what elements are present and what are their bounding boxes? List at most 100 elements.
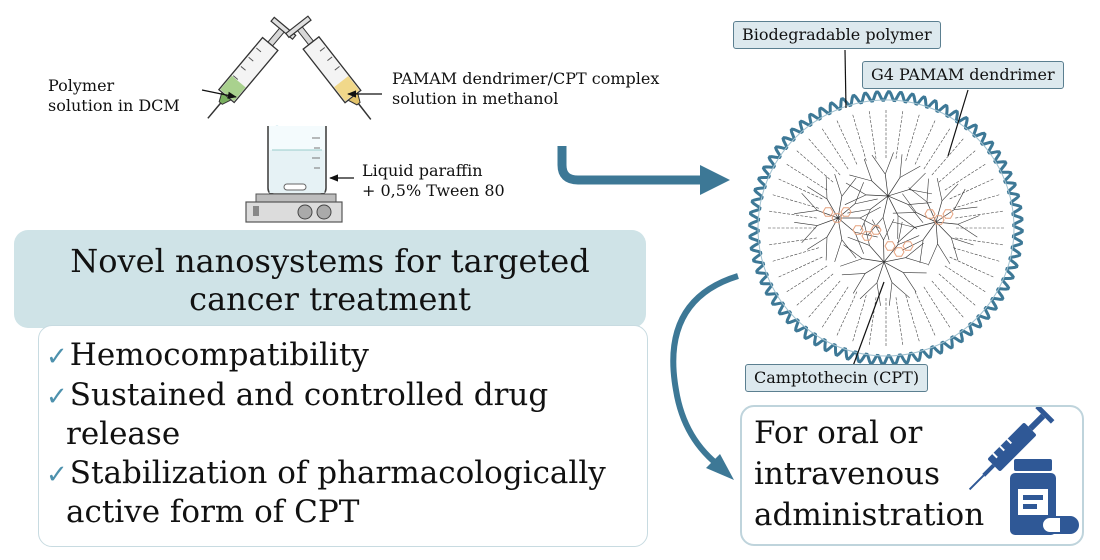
- polymer-solution-label: Polymer solution in DCM: [48, 76, 180, 115]
- polymer-chain: [953, 247, 1000, 262]
- beaker: [267, 126, 327, 195]
- dendrimer-branch: [859, 206, 881, 219]
- polymer-chain: [923, 286, 951, 328]
- dendrimer-branch: [867, 217, 884, 236]
- cpt-pointer: [852, 281, 885, 367]
- dendrimer-branch: [865, 261, 885, 274]
- polymer-shell: [748, 90, 1024, 366]
- dendrimer-branch: [825, 175, 828, 199]
- dendrimer-branch: [951, 237, 959, 261]
- dendrimer-branch: [914, 221, 937, 228]
- polymer-chain: [796, 150, 834, 183]
- polymer-chain: [938, 273, 976, 306]
- dendrimer-branch: [937, 243, 951, 264]
- dendrimer-branch: [825, 237, 828, 261]
- cpt-molecule: [840, 207, 852, 217]
- dendrimer-branch: [887, 195, 899, 216]
- benefit-item-continued: release: [66, 416, 181, 452]
- dendrimer-branch: [897, 235, 920, 246]
- polymer-chain: [808, 138, 841, 176]
- dendrimer-branch: [957, 223, 978, 238]
- dendrimer-branch: [883, 261, 893, 283]
- dendrimer-branch: [908, 187, 928, 203]
- polymer-chain: [931, 280, 964, 318]
- polymer-chain: [796, 273, 834, 306]
- polymer-chain: [868, 111, 877, 159]
- dendrimer-branch: [941, 183, 959, 202]
- dendrimer-branch: [862, 258, 885, 263]
- benefit-item: ✓Stabilization of pharmacologically: [46, 455, 606, 491]
- dendrimer-branch: [887, 177, 901, 197]
- polymer-chain: [949, 256, 994, 278]
- dendrimer-pointer: [947, 89, 969, 157]
- polymer-chain: [895, 297, 904, 345]
- dendrimer-branch: [887, 189, 910, 197]
- dendrimer-branch: [869, 245, 885, 263]
- dendrimer-branch: [899, 165, 921, 178]
- cpt-molecule: [893, 247, 905, 257]
- dendrimer-branch: [916, 212, 937, 223]
- administration-arrow: [670, 273, 739, 471]
- dendrimer-branch: [847, 236, 870, 246]
- polymer-chain: [852, 114, 867, 161]
- polymer-chain: [852, 295, 867, 342]
- dendrimer-branch: [849, 174, 872, 182]
- cpt-molecule: [822, 207, 834, 217]
- polymer-chain: [914, 120, 936, 165]
- benefit-item: ✓Hemocompatibility: [46, 337, 369, 373]
- dendrimer-branch: [801, 225, 818, 244]
- dendrimer-branch: [903, 272, 917, 293]
- dendrimer-branch: [866, 194, 889, 197]
- cpt-molecule: [942, 209, 954, 219]
- dendrimer-branch: [883, 261, 904, 273]
- polymer-pointer: [844, 49, 847, 109]
- nanoparticle: [748, 90, 1024, 366]
- dendrimer-branch: [905, 242, 924, 258]
- cpt-molecule: [924, 209, 936, 219]
- dendrimer-branch: [852, 273, 866, 294]
- dendrimer-branch: [794, 210, 818, 214]
- capsule-icon: [1041, 516, 1079, 534]
- dendrimer-branch: [834, 239, 843, 262]
- dendrimer-branch: [935, 221, 958, 225]
- dendrimer-branch: [843, 244, 863, 259]
- process-arrow: [557, 146, 700, 185]
- dendrimer-branch: [854, 232, 864, 254]
- dendrimer-branch: [957, 215, 980, 225]
- dendrimer-branch: [840, 258, 863, 267]
- dendrimer-branch: [908, 172, 926, 190]
- pamam-complex-label: PAMAM dendrimer/CPT complex solution in …: [392, 69, 660, 108]
- dendrimer-branch: [876, 261, 885, 283]
- dendrimer-branch: [837, 217, 843, 240]
- dendrimer-branch: [897, 215, 918, 230]
- polymer-chain: [821, 128, 849, 170]
- dendrimer-branch: [891, 282, 910, 299]
- dendrimer-branch: [845, 182, 867, 196]
- dendrimer-branch: [854, 182, 864, 204]
- cpt-molecule: [861, 231, 873, 241]
- dendrimer-branch: [807, 186, 828, 200]
- administration-icons: [968, 407, 1079, 535]
- dendrimer-branch: [841, 273, 866, 276]
- dendrimer-branch: [927, 243, 938, 266]
- polymer-chain: [895, 111, 904, 159]
- tag-g4-pamam-text: G4 PAMAM dendrimer: [871, 65, 1055, 84]
- panel-benefits: [38, 325, 648, 547]
- dendrimer-branch: [876, 282, 881, 306]
- dendrimer-branch: [897, 227, 915, 244]
- polymer-chain: [772, 194, 819, 209]
- dendrimer-branch: [884, 174, 889, 197]
- polymer-chain: [931, 138, 964, 176]
- polymer-chain: [808, 280, 841, 318]
- dendrimer-branch: [887, 195, 909, 205]
- paraffin-label: Liquid paraffin + 0,5% Tween 80: [362, 161, 505, 200]
- dendrimer-branch: [889, 282, 893, 306]
- cpt-molecule: [852, 225, 864, 235]
- tag-biodegradable-polymer: Biodegradable polymer: [733, 21, 941, 49]
- polymer-chain: [778, 256, 823, 278]
- cpt-molecule: [870, 225, 882, 235]
- dendrimer-branch: [871, 154, 886, 175]
- polymer-chain: [786, 265, 828, 293]
- dendrimer-branch: [844, 194, 867, 205]
- dendrimer-branch: [826, 217, 839, 238]
